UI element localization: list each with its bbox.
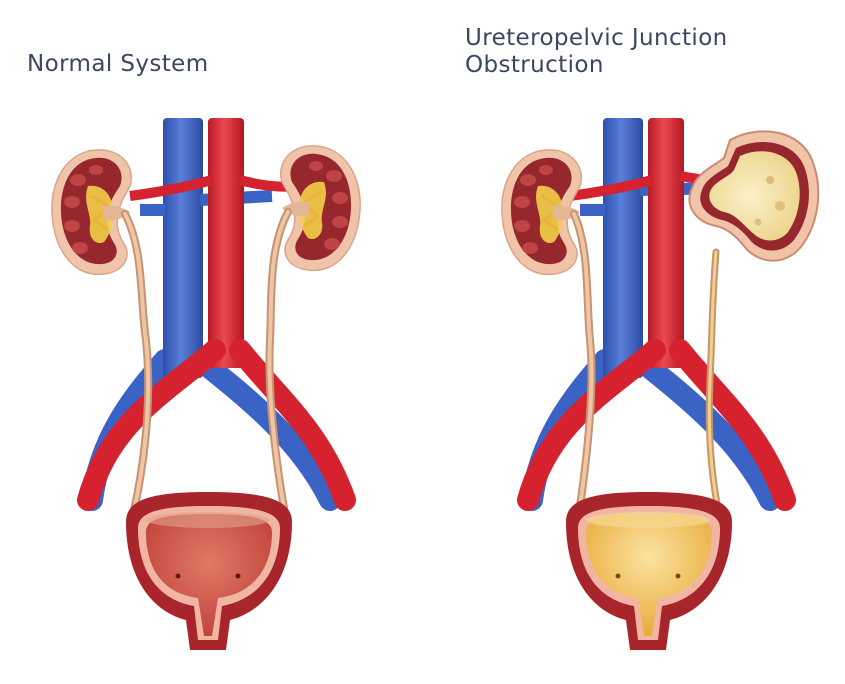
aorta-icon [77,118,356,511]
ureter-icon [570,210,724,524]
panel-title-normal: Normal System [27,51,209,78]
vena-cava-icon [140,118,273,378]
bladder-icon [126,492,292,650]
ureter-icon [121,208,292,524]
panel-title-upj: Ureteropelvic Junction Obstruction [465,25,728,79]
title-line: Obstruction [465,52,604,78]
title-line: Normal System [27,51,209,77]
aorta-icon [517,118,796,511]
title-line: Ureteropelvic Junction [465,25,728,51]
kidney-icon [50,148,133,276]
upj-obstruction-illustration [500,118,820,650]
kidney-icon [279,144,362,272]
bladder-icon [566,492,732,650]
normal-system-illustration [50,118,362,650]
kidney-icon [500,148,583,276]
hydronephrotic-kidney-icon [688,130,820,262]
